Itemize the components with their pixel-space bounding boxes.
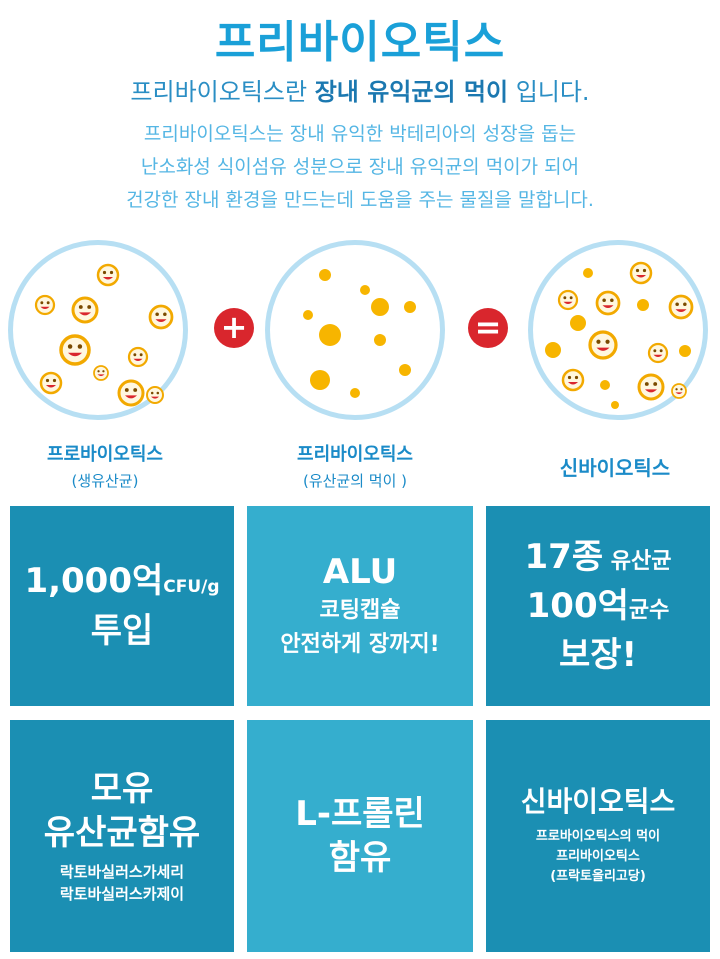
equation-diagram: + = bbox=[0, 240, 720, 490]
tile-unit: CFU/g bbox=[163, 577, 220, 597]
feature-tile-proline: L-프롤린 함유 bbox=[247, 720, 473, 952]
tile-text: 17종 bbox=[524, 537, 604, 577]
tile-line: 100억균수 bbox=[527, 584, 670, 633]
tile-line: 신바이오틱스 bbox=[520, 785, 676, 818]
tile-line: 투입 bbox=[90, 611, 154, 651]
subtitle: 프리바이오틱스란 장내 유익균의 먹이 입니다. bbox=[0, 72, 720, 107]
tile-line: 락토바실러스카제이 bbox=[59, 885, 185, 903]
probiotics-sublabel: (생유산균) bbox=[71, 472, 139, 490]
tile-text: 균수 bbox=[628, 598, 670, 623]
feature-grid: 1,000억CFU/g 투입 ALU 코팅캡슐 안전하게 장까지! 17종 유산… bbox=[0, 492, 720, 959]
tile-line: (프락토올리고당) bbox=[550, 869, 646, 884]
prebiotics-circle bbox=[265, 240, 445, 420]
plus-icon: + bbox=[214, 308, 254, 348]
probiotics-caption: 프로바이오틱스 (생유산균) bbox=[10, 440, 200, 491]
intro-section: 프리바이오틱스 프리바이오틱스란 장내 유익균의 먹이 입니다. 프리바이오틱스… bbox=[0, 17, 720, 490]
subtitle-bold: 장내 유익균의 먹이 bbox=[314, 78, 509, 106]
tile-line: 프리바이오틱스 bbox=[556, 849, 640, 864]
feature-tile-breastmilk: 모유 유산균함유 락토바실러스가세리 락토바실러스카제이 bbox=[10, 720, 234, 952]
description-line: 난소화성 식이섬유 성분으로 장내 유익균의 먹이가 되어 bbox=[140, 156, 580, 178]
tile-line: 프로바이오틱스의 먹이 bbox=[535, 829, 661, 844]
tile-line: 유산균함유 bbox=[43, 813, 201, 853]
feature-tile-alu: ALU 코팅캡슐 안전하게 장까지! bbox=[247, 506, 473, 706]
probiotics-label: 프로바이오틱스 bbox=[47, 444, 163, 465]
subtitle-post: 입니다. bbox=[508, 78, 590, 106]
description-line: 프리바이오틱스는 장내 유익한 박테리아의 성장을 돕는 bbox=[143, 123, 577, 145]
prebiotics-sublabel: (유산균의 먹이 ) bbox=[302, 472, 408, 490]
tile-text: 1,000억 bbox=[24, 561, 164, 601]
smiley-bacteria-icon bbox=[34, 263, 174, 407]
probiotics-circle bbox=[8, 240, 188, 420]
prebiotics-caption: 프리바이오틱스 (유산균의 먹이 ) bbox=[260, 440, 450, 491]
equals-icon: = bbox=[468, 308, 508, 348]
tile-line: 안전하게 장까지! bbox=[280, 632, 440, 657]
smiley-and-dots-icon bbox=[545, 261, 694, 409]
synbiotics-label: 신바이오틱스 bbox=[559, 456, 671, 480]
food-dots-icon bbox=[303, 269, 416, 398]
tile-line: L-프롤린 bbox=[295, 794, 425, 834]
tile-line: 락토바실러스가세리 bbox=[59, 863, 185, 881]
description-line: 건강한 장내 환경을 만드는데 도움을 주는 물질을 말합니다. bbox=[126, 189, 594, 211]
subtitle-pre: 프리바이오틱스란 bbox=[130, 78, 315, 106]
feature-tile-synbiotics: 신바이오틱스 프로바이오틱스의 먹이 프리바이오틱스 (프락토올리고당) bbox=[486, 720, 710, 952]
feature-tile-cfu: 1,000억CFU/g 투입 bbox=[10, 506, 234, 706]
tile-line: 1,000억CFU/g bbox=[24, 559, 219, 609]
tile-line: 모유 bbox=[90, 769, 154, 809]
tile-line: 코팅캡슐 bbox=[319, 598, 401, 623]
synbiotics-circle bbox=[528, 240, 708, 420]
description: 프리바이오틱스는 장내 유익한 박테리아의 성장을 돕는 난소화성 식이섬유 성… bbox=[0, 118, 720, 217]
tile-line: ALU bbox=[322, 552, 398, 592]
tile-line: 17종 유산균 bbox=[525, 535, 672, 584]
feature-tile-strains: 17종 유산균 100억균수 보장! bbox=[486, 506, 710, 706]
prebiotics-label: 프리바이오틱스 bbox=[297, 444, 413, 465]
page-title: 프리바이오틱스 bbox=[214, 17, 506, 68]
tile-text: 유산균 bbox=[603, 549, 672, 574]
tile-line: 함유 bbox=[328, 838, 392, 878]
tile-line: 보장! bbox=[558, 635, 638, 675]
tile-text: 100억 bbox=[526, 586, 629, 626]
synbiotics-caption: 신바이오틱스 bbox=[520, 452, 710, 481]
